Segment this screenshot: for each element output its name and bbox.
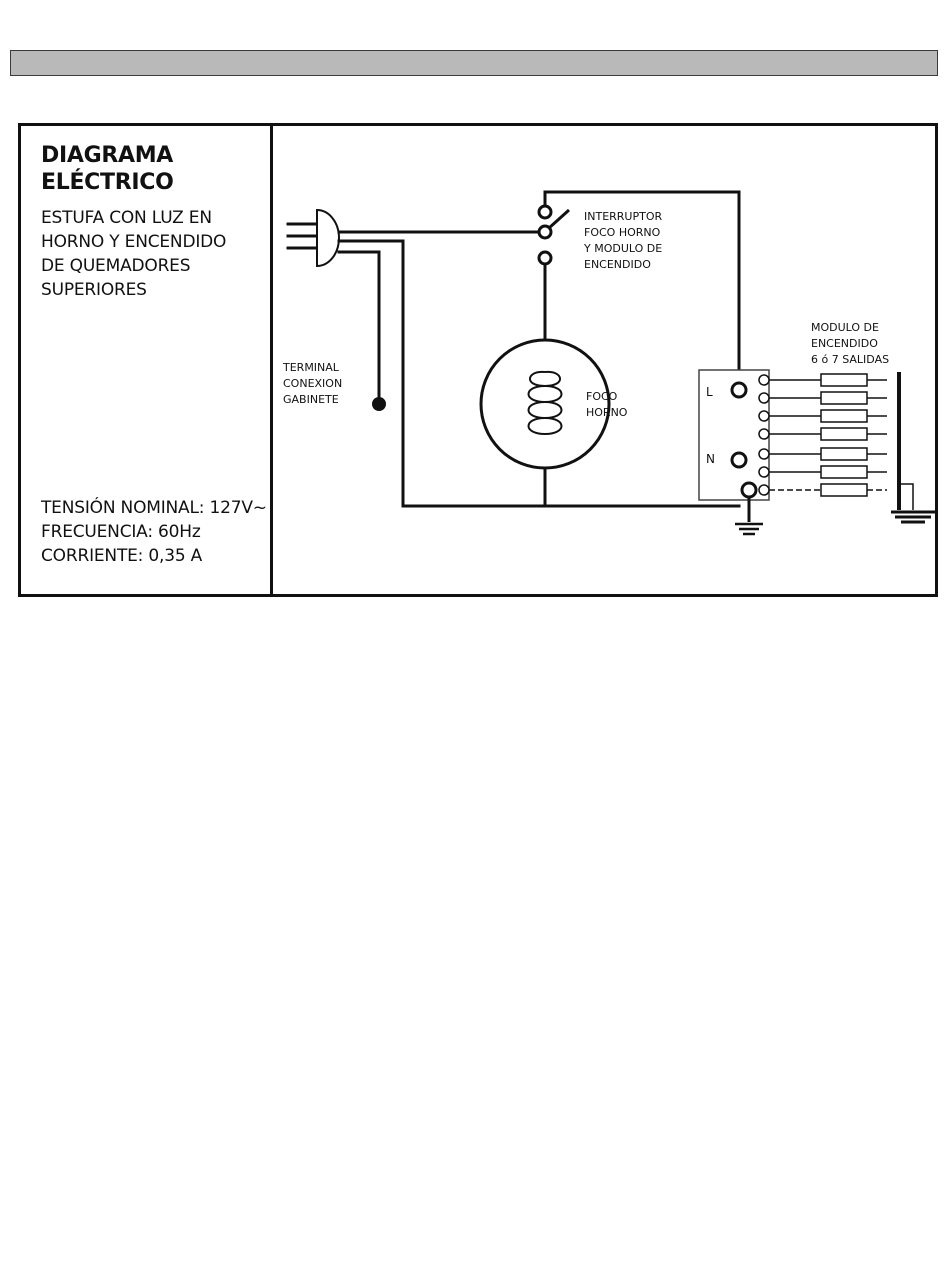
ignition-module [699,370,899,510]
title-line: ELÉCTRICO [41,169,174,196]
header-bar [10,50,938,76]
terminal-n-label: N [706,452,715,466]
wiring-diagram: INTERRUPTOR FOCO HORNO Y MODULO DE ENCEN… [273,126,935,594]
description-line: DE QUEMADORES [41,254,226,278]
switch-icon [539,206,569,264]
page-title: DIAGRAMA ELÉCTRICO [41,142,174,196]
cabinet-terminal-icon [372,397,386,411]
terminal-label-line: GABINETE [283,393,339,406]
spec-frequency: FRECUENCIA: 60Hz [41,520,267,544]
switch-label-line: ENCENDIDO [584,258,651,271]
title-line: DIAGRAMA [41,142,174,169]
info-panel: DIAGRAMA ELÉCTRICO ESTUFA CON LUZ EN HOR… [21,126,273,594]
terminal-label-line: TERMINAL [282,361,340,374]
module-label-line: ENCENDIDO [811,337,878,350]
specifications: TENSIÓN NOMINAL: 127V~ FRECUENCIA: 60Hz … [41,496,267,568]
terminal-label: TERMINAL CONEXION GABINETE [282,361,346,406]
description-line: ESTUFA CON LUZ EN [41,206,226,230]
spec-voltage: TENSIÓN NOMINAL: 127V~ [41,496,267,520]
switch-label-line: Y MODULO DE [583,242,662,255]
module-label-line: 6 ó 7 SALIDAS [811,353,889,366]
lamp-label-line: FOCO [586,390,618,403]
lamp-icon [481,340,609,468]
module-label: MODULO DE ENCENDIDO 6 ó 7 SALIDAS [811,321,889,366]
description-line: HORNO Y ENCENDIDO [41,230,226,254]
switch-label-line: FOCO HORNO [584,226,661,239]
description: ESTUFA CON LUZ EN HORNO Y ENCENDIDO DE Q… [41,206,226,302]
terminal-l-label: L [706,385,713,399]
lamp-label-line: HORNO [586,406,628,419]
description-line: SUPERIORES [41,278,226,302]
ground-icon [735,497,763,534]
module-label-line: MODULO DE [811,321,879,334]
diagram-frame: DIAGRAMA ELÉCTRICO ESTUFA CON LUZ EN HOR… [18,123,938,597]
switch-label-line: INTERRUPTOR [584,210,662,223]
switch-label: INTERRUPTOR FOCO HORNO Y MODULO DE ENCEN… [583,210,666,271]
terminal-label-line: CONEXION [283,377,342,390]
plug-icon [288,210,339,266]
spec-current: CORRIENTE: 0,35 A [41,544,267,568]
